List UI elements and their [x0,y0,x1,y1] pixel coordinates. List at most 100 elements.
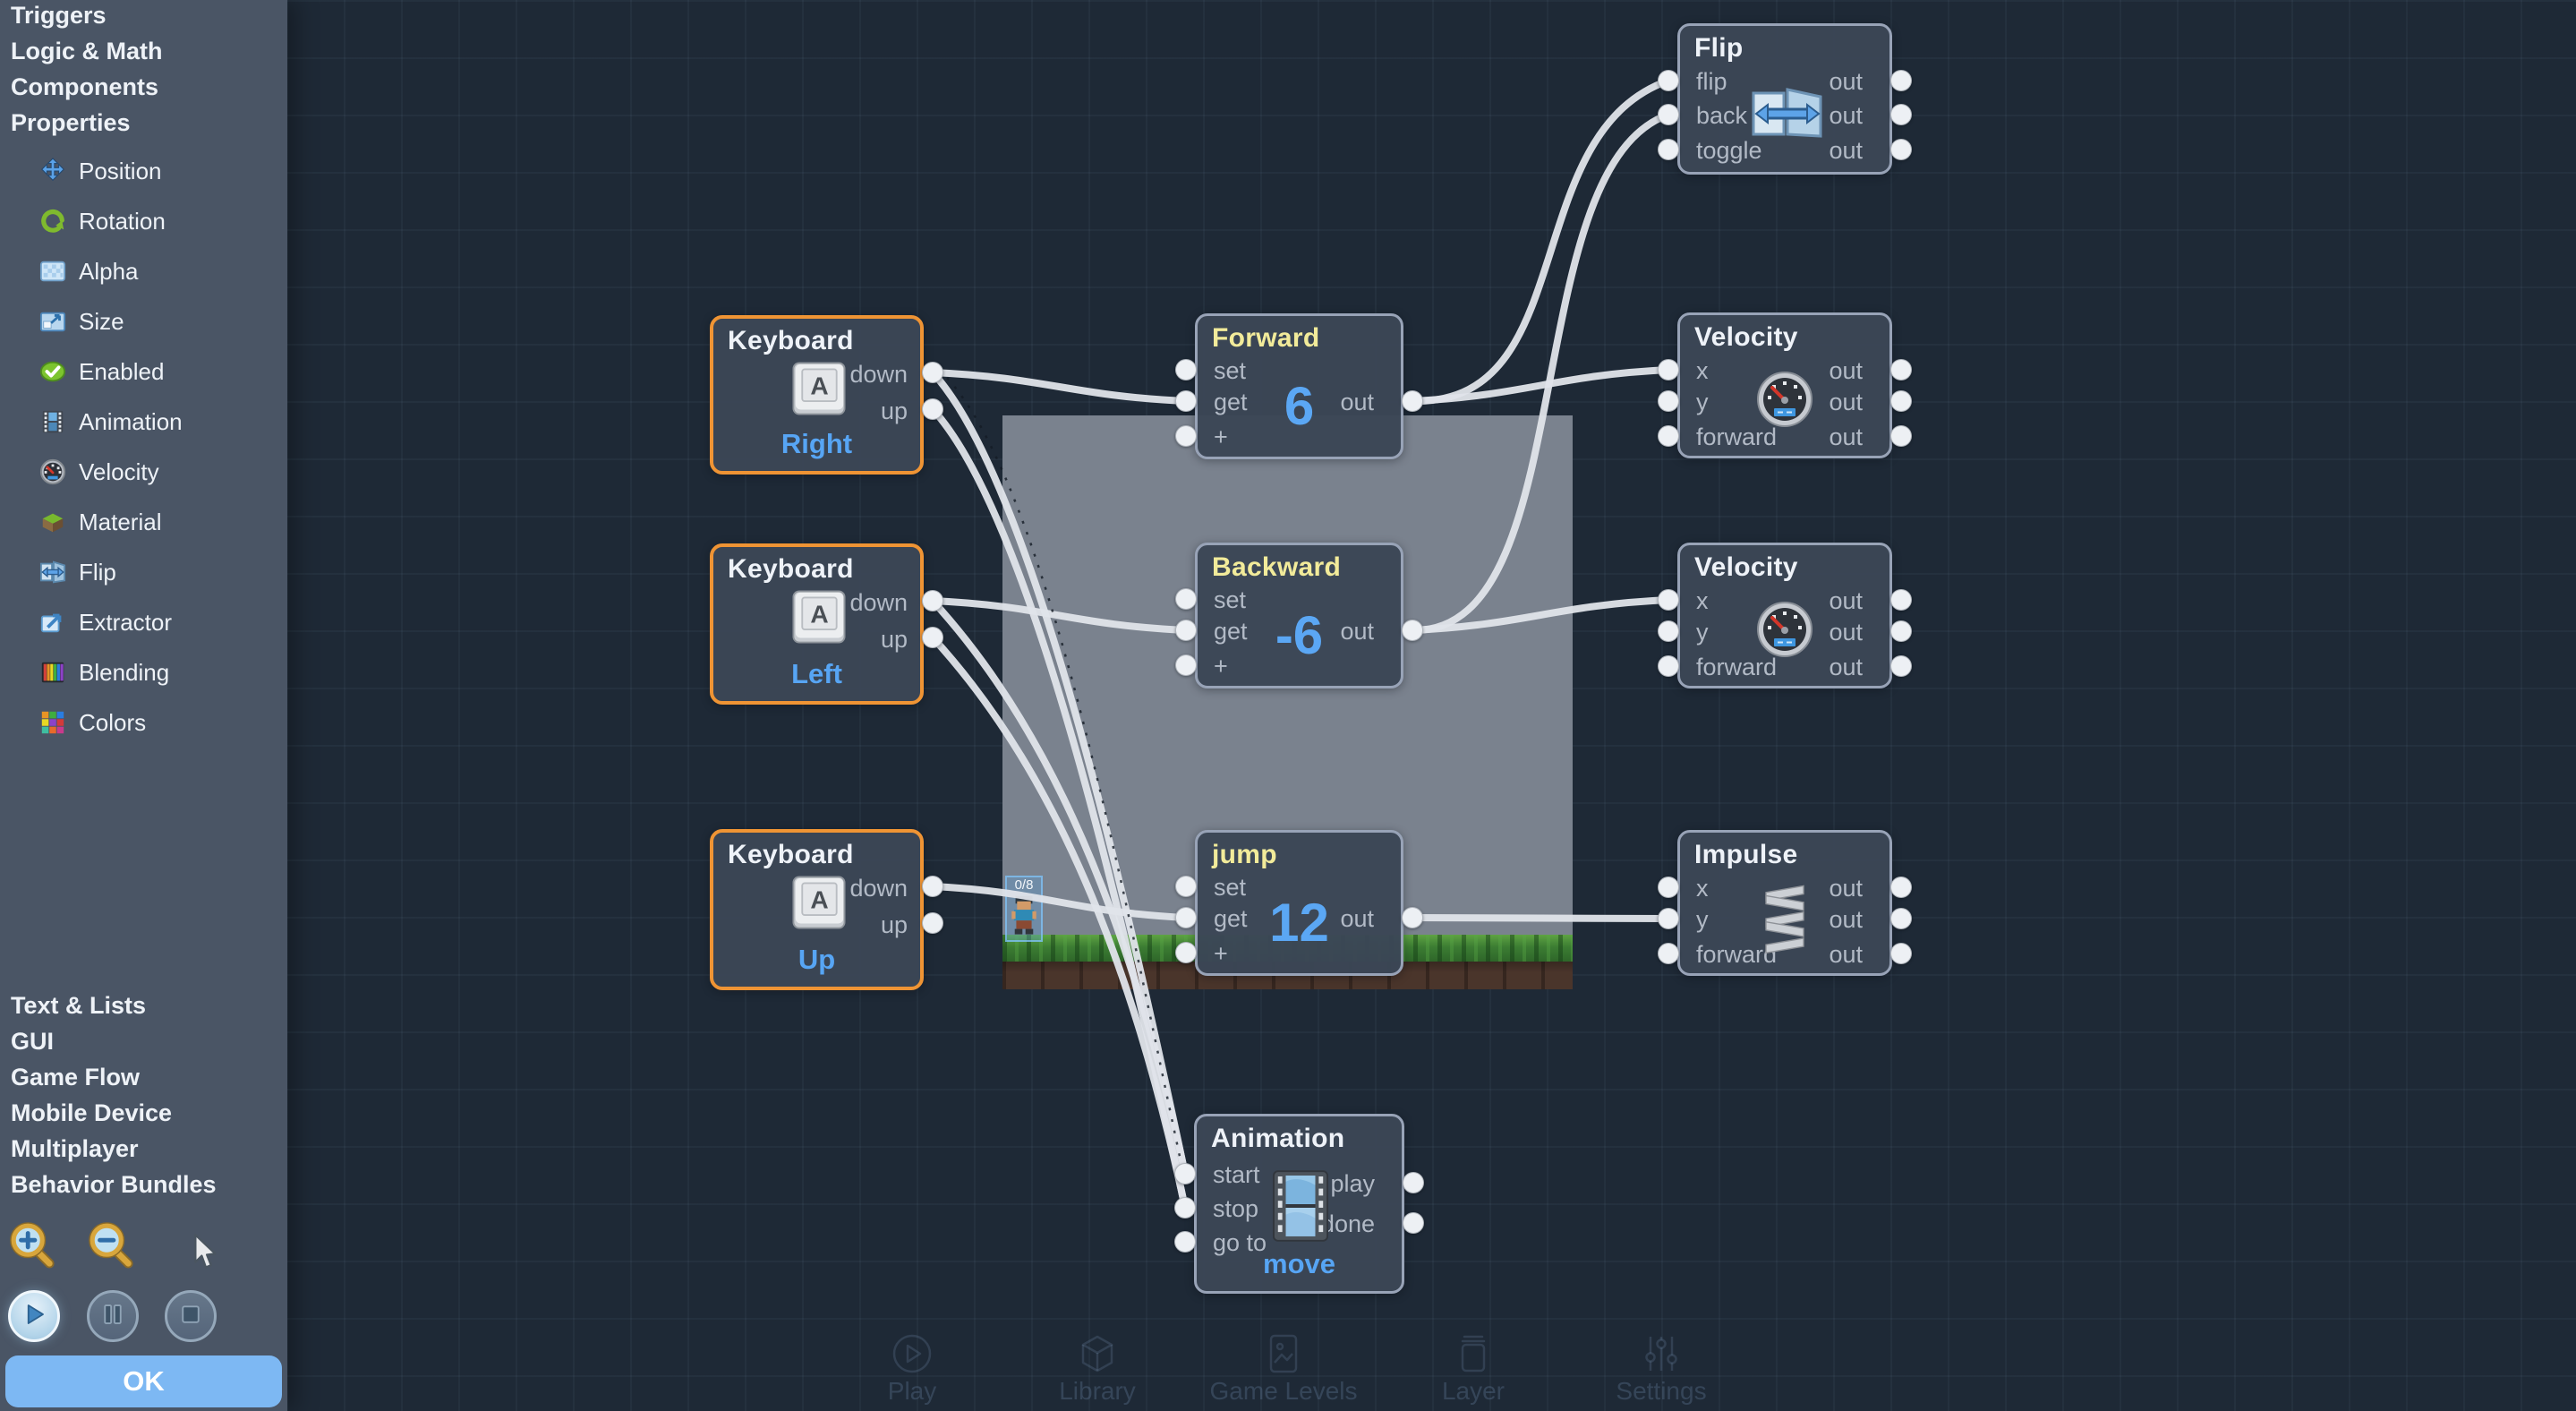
toolbar-item-label: Library [1059,1377,1136,1405]
port-velocity2-out2[interactable] [1890,620,1912,642]
sidebar-item-colors[interactable]: Colors [0,697,287,748]
port-jump-set[interactable] [1175,876,1197,897]
sidebar-item-blending[interactable]: Blending [0,647,287,697]
port-velocity1-y[interactable] [1658,390,1679,412]
port-kb-left-down[interactable] [922,590,943,611]
port-forward-set[interactable] [1175,359,1197,381]
port-flip-back[interactable] [1658,104,1679,125]
sidebar-category-properties[interactable]: Properties [11,109,131,136]
port-velocity1-out3[interactable] [1890,425,1912,447]
port-jump-plus[interactable] [1175,942,1197,963]
port-impulse-out3[interactable] [1890,943,1912,964]
node-link-right[interactable]: Right [780,428,853,459]
sidebar-item-material[interactable]: Material [0,497,287,547]
port-forward-get[interactable] [1175,390,1197,412]
sidebar-item-flip[interactable]: Flip [0,547,287,597]
zoom-in-icon[interactable] [9,1221,57,1270]
port-impulse-x[interactable] [1658,877,1679,898]
port-velocity2-out3[interactable] [1890,655,1912,677]
port-kb-left-up[interactable] [922,627,943,648]
sidebar-category-logic-math[interactable]: Logic & Math [11,38,163,64]
sidebar-item-animation[interactable]: Animation [0,397,287,447]
sidebar-category-multiplayer[interactable]: Multiplayer [11,1135,139,1162]
port-flip-out3[interactable] [1890,139,1912,160]
port-flip-toggle[interactable] [1658,139,1679,160]
node-link-left[interactable]: Left [791,658,842,689]
port-velocity1-x[interactable] [1658,359,1679,381]
port-backward-plus[interactable] [1175,654,1197,676]
zoom-out-icon[interactable] [88,1221,136,1270]
toolbar-item-play[interactable]: Play [805,1332,1019,1406]
port-kb-right-down[interactable] [922,362,943,383]
node-link-move[interactable]: move [1263,1248,1335,1279]
toolbar-item-game-levels[interactable]: Game Levels [1176,1332,1391,1406]
sidebar-category-triggers[interactable]: Triggers [11,2,107,29]
port-velocity2-x[interactable] [1658,589,1679,611]
port-impulse-out2[interactable] [1890,908,1912,929]
sidebar-item-position[interactable]: Position [0,146,287,196]
sidebar-category-gui[interactable]: GUI [11,1028,55,1055]
port-backward-set[interactable] [1175,588,1197,610]
port-flip-out2[interactable] [1890,104,1912,125]
port-jump-out[interactable] [1402,907,1423,928]
port-animation-stop[interactable] [1174,1197,1196,1219]
toolbar-item-library[interactable]: Library [990,1332,1205,1406]
stop-button[interactable] [165,1290,217,1342]
port-flip-out1[interactable] [1890,70,1912,91]
sidebar-category-text-lists[interactable]: Text & Lists [11,992,147,1019]
port-animation-play[interactable] [1403,1172,1424,1193]
port-kb-right-up[interactable] [922,398,943,420]
play-button[interactable] [8,1290,60,1342]
port-jump-get[interactable] [1175,907,1197,928]
sidebar-category-components[interactable]: Components [11,73,158,100]
port-velocity1-out2[interactable] [1890,390,1912,412]
sidebar-item-velocity[interactable]: Velocity [0,447,287,497]
sidebar-category-behavior-bundles[interactable]: Behavior Bundles [11,1171,217,1198]
sidebar-item-alpha[interactable]: Alpha [0,246,287,296]
port-flip-flip[interactable] [1658,70,1679,91]
node-link-up[interactable]: Up [798,944,836,975]
sidebar-item-size[interactable]: Size [0,296,287,346]
port-backward-get[interactable] [1175,620,1197,641]
sidebar-item-enabled[interactable]: Enabled [0,346,287,397]
sidebar-category-mobile-device[interactable]: Mobile Device [11,1099,173,1126]
sidebar-category-game-flow[interactable]: Game Flow [11,1064,141,1090]
port-animation-done[interactable] [1403,1212,1424,1234]
port-impulse-forward[interactable] [1658,943,1679,964]
port-kb-up-down[interactable] [922,876,943,897]
ok-button[interactable]: OK [5,1355,282,1407]
port-impulse-out1[interactable] [1890,877,1912,898]
port-forward-out[interactable] [1402,390,1423,412]
port-animation-goto[interactable] [1174,1231,1196,1253]
port-velocity2-out1[interactable] [1890,589,1912,611]
film-icon [1272,1168,1329,1244]
port-kb-up-up[interactable] [922,912,943,934]
port-velocity1-out1[interactable] [1890,359,1912,381]
sidebar-item-extractor[interactable]: Extractor [0,597,287,647]
port-forward-plus[interactable] [1175,425,1197,447]
port-velocity1-forward[interactable] [1658,425,1679,447]
port-animation-start[interactable] [1174,1163,1196,1184]
pause-button[interactable] [87,1290,139,1342]
canvas-tools [0,1218,287,1280]
port-velocity2-y[interactable] [1658,620,1679,642]
port-impulse-y[interactable] [1658,908,1679,929]
port-velocity2-forward[interactable] [1658,655,1679,677]
toolbar-item-settings[interactable]: Settings [1554,1332,1769,1406]
port-backward-out[interactable] [1402,620,1423,641]
play-icon [21,1301,47,1332]
toolbar-item-layer[interactable]: Layer [1366,1332,1581,1406]
sidebar-item-rotation[interactable]: Rotation [0,196,287,246]
